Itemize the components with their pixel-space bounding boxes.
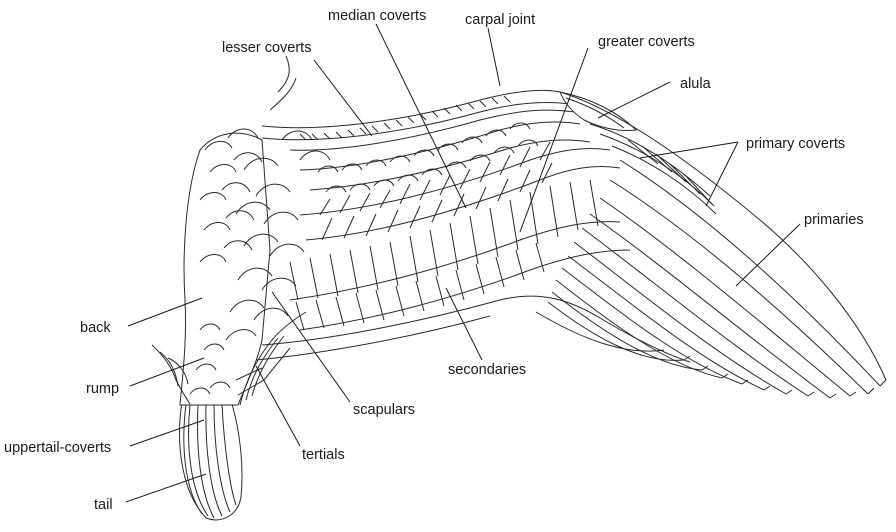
leader-tertials — [256, 366, 300, 446]
leader-lesser-coverts — [314, 60, 372, 136]
label-lesser-coverts: lesser coverts — [222, 40, 311, 56]
median-coverts-rows — [300, 122, 590, 192]
alula-and-primary-coverts — [560, 92, 716, 214]
labels: median coverts carpal joint lesser cover… — [4, 8, 864, 513]
label-primary-coverts: primary coverts — [746, 136, 845, 152]
leader-alula — [598, 82, 670, 118]
label-greater-coverts: greater coverts — [598, 34, 695, 50]
label-tail: tail — [94, 497, 113, 513]
label-rump: rump — [86, 381, 119, 397]
lesser-coverts-band — [262, 90, 575, 150]
label-scapulars: scapulars — [353, 402, 415, 418]
label-primaries: primaries — [804, 212, 864, 228]
body-outline — [152, 56, 296, 405]
wing-trailing-edge — [256, 296, 690, 362]
label-alula: alula — [680, 76, 712, 92]
label-median-coverts: median coverts — [328, 8, 426, 24]
label-back: back — [80, 320, 111, 336]
label-tertials: tertials — [302, 447, 345, 463]
label-secondaries: secondaries — [448, 362, 526, 378]
leader-primary-coverts-b — [706, 142, 738, 206]
leader-median-coverts — [376, 24, 466, 208]
tail-feathers — [180, 402, 242, 520]
leader-carpal-joint — [488, 28, 500, 86]
leader-scapulars — [272, 292, 350, 402]
leader-primary-coverts-a — [640, 142, 738, 158]
label-uppertail-coverts: uppertail-coverts — [4, 440, 111, 456]
label-carpal-joint: carpal joint — [465, 12, 535, 28]
